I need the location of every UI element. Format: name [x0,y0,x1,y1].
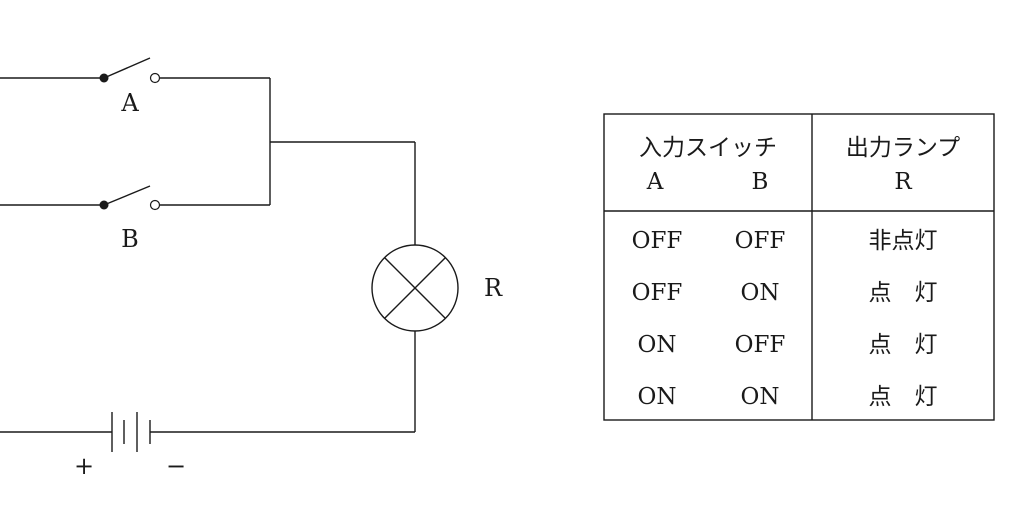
lamp-icon [371,244,459,332]
switch-a-label: A [120,89,139,117]
switch-a-pivot [99,73,109,83]
table-cell-a: ON [638,384,677,410]
table-row: ON ON 点 灯 [638,384,938,410]
battery-plus-label: + [74,452,94,480]
lamp-label: R [484,274,503,302]
table-cell-r: 点 灯 [869,280,938,306]
battery-minus-label: − [166,452,186,480]
switch-b-pivot [99,200,109,210]
table-header-input-b: B [752,169,769,195]
table-cell-b: OFF [735,228,786,254]
table-row: ON OFF 点 灯 [638,332,938,358]
table-cell-a: OFF [632,228,683,254]
table-cell-r: 非点灯 [869,228,938,254]
circuit-wires [0,57,416,433]
table-cell-b: OFF [735,332,786,358]
table-cell-a: ON [638,332,677,358]
battery-icon [111,412,151,452]
switch-b-contact [149,199,161,211]
table-cell-r: 点 灯 [869,384,938,410]
table-header-inputs: 入力スイッチ [639,135,777,161]
table-header-input-a: A [646,169,664,195]
table-header-output-r: R [894,169,912,195]
switch-b-label: B [121,225,139,253]
table-cell-a: OFF [632,280,683,306]
switch-a-contact [149,72,161,84]
table-row: OFF ON 点 灯 [632,280,938,306]
truth-table [603,113,995,421]
table-cell-r: 点 灯 [869,332,938,358]
table-cell-b: ON [741,384,780,410]
table-row: OFF OFF 非点灯 [632,228,938,254]
table-cell-b: ON [741,280,780,306]
table-header-output: 出力ランプ [846,135,960,161]
